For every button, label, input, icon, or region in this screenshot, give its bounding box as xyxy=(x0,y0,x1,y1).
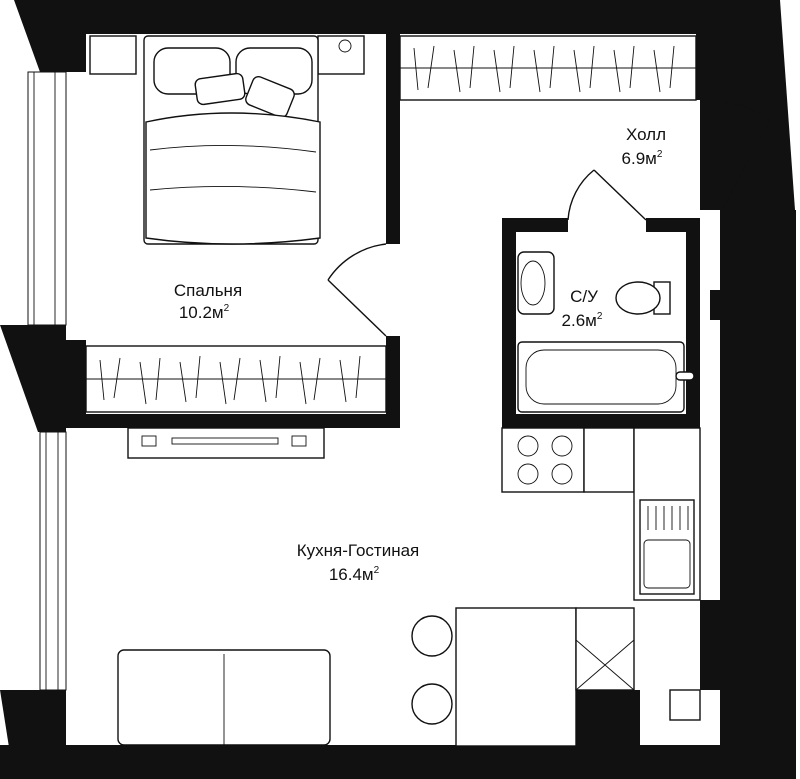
wall-bath-left xyxy=(502,218,516,428)
bar-stool-2 xyxy=(411,683,453,725)
window-living xyxy=(39,431,67,691)
living-furniture xyxy=(117,427,331,746)
hall-area: 6.9м2 xyxy=(622,149,663,168)
wall-bedroom-bottom xyxy=(66,414,400,428)
nightstand-right xyxy=(317,35,365,75)
bedroom-name: Спальня xyxy=(174,281,242,300)
wall-bedroom-right-lower xyxy=(386,336,400,428)
bathtub xyxy=(517,341,685,413)
wall-top xyxy=(14,0,795,210)
bar-stool-1 xyxy=(411,615,453,657)
living-area: 16.4м2 xyxy=(329,565,380,584)
wall-kitchen-block xyxy=(669,689,701,721)
hall-name: Холл xyxy=(626,125,666,144)
wall-bath-bottom xyxy=(502,414,700,428)
wall-bedroom-left-stub xyxy=(66,340,86,428)
windows xyxy=(27,71,67,691)
room-labels: Спальня 10.2м2 Холл 6.9м2 С/У 2.6м2 Кухн… xyxy=(174,125,666,584)
bedroom-area: 10.2м2 xyxy=(179,303,230,322)
bar-counter xyxy=(455,607,577,747)
kitchen-furniture xyxy=(411,427,701,747)
nightstand-left xyxy=(89,35,137,75)
wall-bath-top xyxy=(502,218,568,232)
bathroom-fixtures xyxy=(517,251,695,413)
bathroom-name: С/У xyxy=(570,287,598,306)
bedroom-door xyxy=(327,243,387,337)
bathroom-area: 2.6м2 xyxy=(562,311,603,330)
bedroom-furniture xyxy=(85,35,387,413)
wall-bath-right xyxy=(686,218,700,428)
bathroom-door xyxy=(567,169,647,221)
hall-furniture xyxy=(399,35,771,221)
wall-bedroom-right xyxy=(386,34,400,244)
living-name: Кухня-Гостиная xyxy=(297,541,420,560)
fridge xyxy=(575,607,635,691)
cooktop xyxy=(501,427,585,493)
tv-unit xyxy=(127,427,325,459)
entrance-door xyxy=(721,101,771,211)
kitchen-sink xyxy=(639,499,695,595)
counter-top xyxy=(583,427,635,493)
wall-left-middle xyxy=(0,325,66,432)
sink-bathroom xyxy=(517,251,555,315)
